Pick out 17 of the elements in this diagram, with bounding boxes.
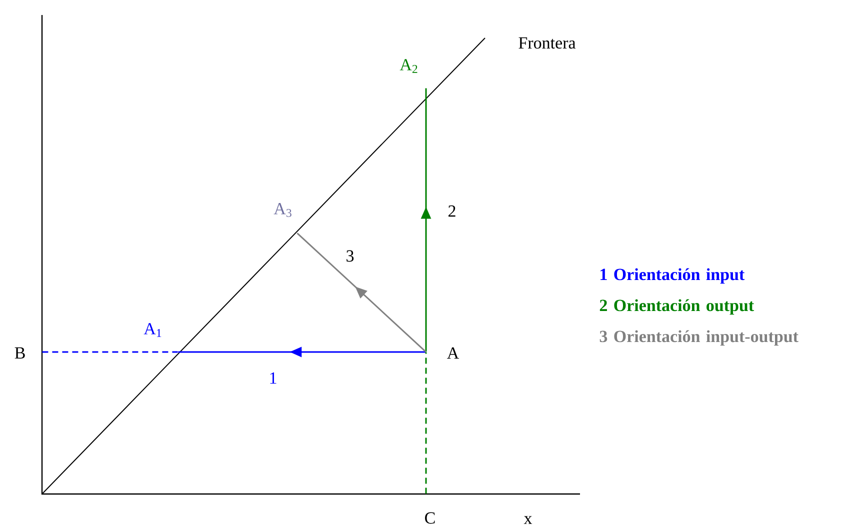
- point-label: A$_{2}$: [400, 59, 418, 73]
- point-label: A$_{3}$: [274, 203, 292, 217]
- frontier-label: Frontera: [518, 37, 576, 49]
- point-label: A: [447, 347, 460, 359]
- legend-entry: 3 Orientación input-output: [600, 330, 798, 346]
- edge-label: 3: [346, 250, 354, 262]
- axis-label: x: [524, 516, 532, 524]
- point-label: A$_{1}$: [144, 323, 162, 337]
- point-label: C: [425, 512, 435, 524]
- edge-label: 2: [448, 205, 456, 217]
- dashed-line: [425, 352, 427, 494]
- dashed-line: [42, 351, 178, 353]
- legend-entry: 1 Orientación input: [600, 268, 745, 284]
- edge-label: 1: [270, 372, 276, 384]
- point-label: B: [14, 347, 25, 359]
- legend-entry: 2 Orientación output: [600, 299, 754, 315]
- arrow: [296, 232, 426, 352]
